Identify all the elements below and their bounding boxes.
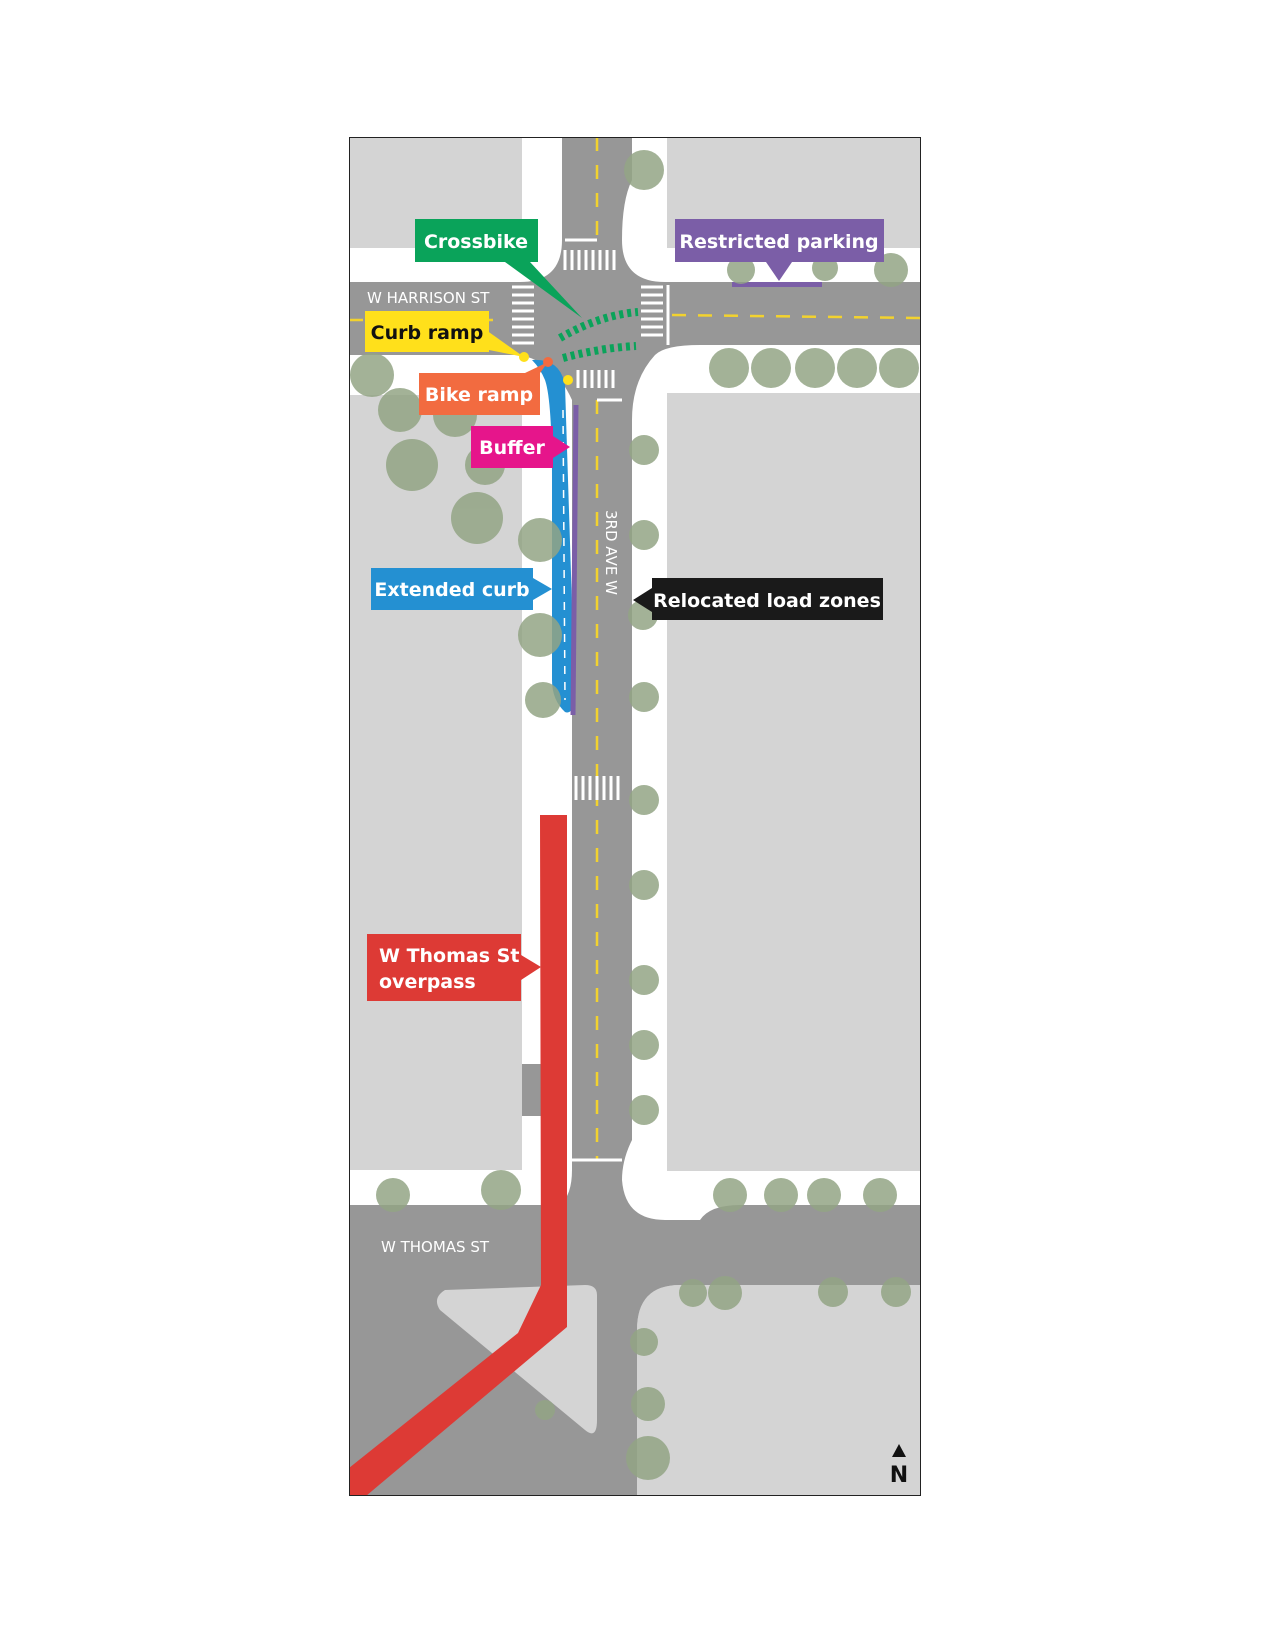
street-label-thomas: W THOMAS ST xyxy=(381,1238,490,1256)
tree-icon xyxy=(727,256,755,284)
callout-curb-ramp: Curb ramp xyxy=(365,311,524,357)
tree-icon xyxy=(518,613,562,657)
callout-buffer: Buffer xyxy=(471,426,570,468)
crossbike-marking xyxy=(558,308,639,342)
tree-icon xyxy=(709,348,749,388)
tree-icon xyxy=(629,520,659,550)
tree-icon xyxy=(629,965,659,995)
road-stub xyxy=(522,1064,544,1116)
tree-icon xyxy=(378,388,422,432)
tree-icon xyxy=(807,1178,841,1212)
road-surface xyxy=(349,137,921,1496)
street-label-harrison: W HARRISON ST xyxy=(367,289,490,307)
crosswalks xyxy=(512,238,670,1162)
tree-icon xyxy=(629,1030,659,1060)
callout-label: Extended curb xyxy=(374,579,529,601)
crossbike-marking xyxy=(561,342,637,362)
curb-ramp-point xyxy=(563,375,573,385)
tree-icon xyxy=(708,1276,742,1310)
tree-icon xyxy=(863,1178,897,1212)
tree-icon xyxy=(525,682,561,718)
trees xyxy=(350,150,919,1480)
block xyxy=(667,393,921,1171)
tree-icon xyxy=(679,1279,707,1307)
restricted-parking-zone xyxy=(732,282,822,287)
w-thomas-st-overpass xyxy=(349,815,567,1496)
callout-label: Relocated load zones xyxy=(653,590,881,612)
callout-crossbike: Crossbike xyxy=(415,219,582,318)
tree-icon xyxy=(376,1178,410,1212)
north-arrow-icon xyxy=(892,1444,906,1457)
callout-overpass: W Thomas St overpass xyxy=(367,934,541,1001)
callout-label: Restricted parking xyxy=(679,231,878,253)
tree-icon xyxy=(629,870,659,900)
tree-icon xyxy=(879,348,919,388)
tree-icon xyxy=(629,1095,659,1125)
buffer xyxy=(570,404,579,716)
tree-icon xyxy=(626,1436,670,1480)
north-arrow: N xyxy=(890,1444,908,1488)
tree-icon xyxy=(818,1277,848,1307)
block xyxy=(637,1285,921,1496)
callout-extended-curb: Extended curb xyxy=(371,568,552,610)
tree-icon xyxy=(518,518,562,562)
callout-relocated-load-zones: Relocated load zones xyxy=(633,578,883,620)
tree-icon xyxy=(629,682,659,712)
tree-icon xyxy=(629,785,659,815)
tree-icon xyxy=(881,1277,911,1307)
map-frame xyxy=(349,137,921,1496)
tree-icon xyxy=(535,1400,555,1420)
tree-icon xyxy=(624,150,664,190)
bike-lane-line xyxy=(562,409,566,701)
tree-icon xyxy=(764,1178,798,1212)
callout-restricted-parking: Restricted parking xyxy=(675,219,884,281)
tree-icon xyxy=(751,348,791,388)
callout-label: overpass xyxy=(379,971,476,993)
tree-icon xyxy=(837,348,877,388)
callout-label: Bike ramp xyxy=(425,384,533,406)
north-label: N xyxy=(890,1463,908,1488)
tree-icon xyxy=(631,1387,665,1421)
tree-icon xyxy=(451,492,503,544)
tree-icon xyxy=(630,1328,658,1356)
roads xyxy=(349,137,921,1496)
tree-icon xyxy=(713,1178,747,1212)
callout-label: Buffer xyxy=(479,437,545,459)
callout-label: Crossbike xyxy=(424,231,528,253)
callout-bike-ramp: Bike ramp xyxy=(419,362,548,415)
tree-icon xyxy=(350,353,394,397)
callout-label: Curb ramp xyxy=(371,322,484,344)
tree-icon xyxy=(481,1170,521,1210)
street-label-3rd-ave: 3RD AVE W xyxy=(602,510,620,595)
tree-icon xyxy=(629,435,659,465)
tree-icon xyxy=(795,348,835,388)
callout-label: W Thomas St xyxy=(379,945,519,967)
tree-icon xyxy=(386,439,438,491)
